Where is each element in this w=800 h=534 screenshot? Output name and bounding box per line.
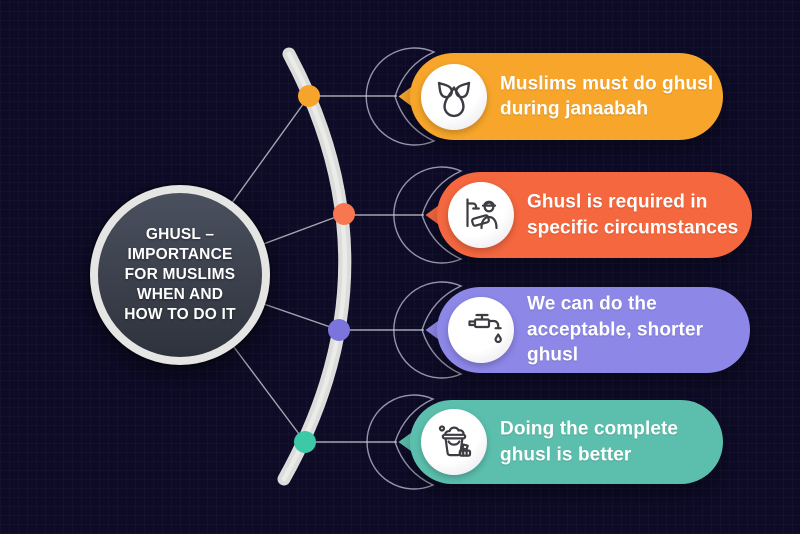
bubble-text: Muslims must do ghusl during janaabah [500,72,714,120]
item-bubble-shorter-ghusl: We can do the acceptable, shorter ghusl [393,281,750,379]
water-drops-icon [433,77,475,118]
bubble-text: We can do the acceptable, shorter ghusl [527,293,704,366]
bubble-outline [393,166,463,264]
connector-dot [333,203,355,225]
bubble-outline [366,394,435,490]
bucket-icon [438,425,472,457]
icon-circle [448,182,514,248]
icon-circle [421,63,487,130]
connector-dot [328,319,350,341]
bubble-text: Doing the complete ghusl is better [500,418,679,465]
central-topic-circle: GHUSL – IMPORTANCE FOR MUSLIMS WHEN AND … [90,185,270,365]
bubble-outline [393,281,463,379]
item-bubble-complete-ghusl: Doing the complete ghusl is better [366,394,723,490]
bubble-connector-lines [305,95,424,443]
bubble-outline [365,47,436,146]
icon-circle [421,409,487,475]
connector-dot [294,431,316,453]
person-washing-icon [466,198,498,230]
bubble-text: Ghusl is required in specific circumstan… [527,191,739,238]
topic-title: GHUSL – IMPORTANCE FOR MUSLIMS WHEN AND … [124,225,236,324]
icon-circle [448,297,514,363]
item-bubble-required-circumstances: Ghusl is required in specific circumstan… [393,166,752,264]
spine-arc-highlight [281,51,347,482]
connector-dot [298,85,320,107]
faucet-icon [468,313,502,344]
item-bubble-janaabah: Muslims must do ghusl during janaabah [365,47,723,146]
